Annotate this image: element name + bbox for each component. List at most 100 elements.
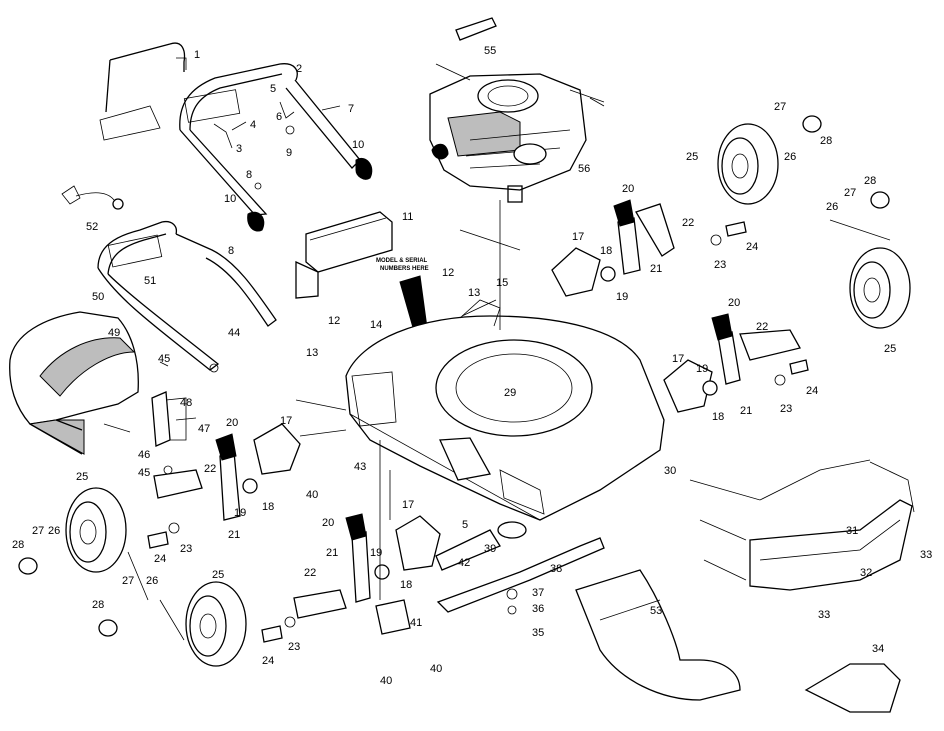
callout-18: 18 (600, 245, 612, 257)
callout-45: 45 (158, 353, 170, 365)
callout-27: 27 (32, 525, 44, 537)
discharge-chute (575, 569, 741, 701)
callout-42: 42 (458, 557, 470, 569)
callout-17: 17 (672, 353, 684, 365)
callout-32: 32 (860, 567, 872, 579)
engine (429, 63, 605, 203)
callout-13: 13 (468, 287, 480, 299)
callout-21: 21 (326, 547, 338, 559)
callout-20: 20 (622, 183, 634, 195)
callout-55: 55 (484, 45, 496, 57)
callout-26: 26 (826, 201, 838, 213)
callout-37: 37 (532, 587, 544, 599)
callout-21: 21 (740, 405, 752, 417)
callout-36: 36 (532, 603, 544, 615)
callout-24: 24 (806, 385, 818, 397)
callout-9: 9 (286, 147, 292, 159)
callout-53: 53 (650, 605, 662, 617)
callout-2: 2 (296, 63, 302, 75)
callouts: 1 2 3 4 5 6 7 8 9 10 10 11 8 52 50 51 55… (12, 45, 932, 687)
callout-41: 41 (410, 617, 422, 629)
callout-29: 29 (504, 387, 516, 399)
callout-26: 26 (48, 525, 60, 537)
callout-20: 20 (226, 417, 238, 429)
callout-38: 38 (550, 563, 562, 575)
callout-18: 18 (262, 501, 274, 513)
callout-21: 21 (650, 263, 662, 275)
callout-33: 33 (818, 609, 830, 621)
callout-25: 25 (76, 471, 88, 483)
callout-48: 48 (180, 397, 192, 409)
callout-23: 23 (714, 259, 726, 271)
callout-18: 18 (400, 579, 412, 591)
handle-hardware (213, 101, 341, 190)
callout-4: 4 (250, 119, 256, 131)
callout-26: 26 (146, 575, 158, 587)
callout-17: 17 (280, 415, 292, 427)
baffle (295, 211, 393, 299)
callout-27: 27 (844, 187, 856, 199)
wheel-front-right (717, 123, 779, 205)
callout-47: 47 (198, 423, 210, 435)
callout-28: 28 (820, 135, 832, 147)
control-bail (99, 42, 187, 141)
callout-27: 27 (122, 575, 134, 587)
callout-19: 19 (234, 507, 246, 519)
callout-27: 27 (774, 101, 786, 113)
callout-26: 26 (784, 151, 796, 163)
callout-44: 44 (228, 327, 240, 339)
callout-12: 12 (328, 315, 340, 327)
reference-lines (103, 200, 891, 641)
callout-8: 8 (246, 169, 252, 181)
grass-bag (9, 311, 139, 455)
callout-45: 45 (138, 467, 150, 479)
cable-assembly (61, 185, 124, 210)
callout-40: 40 (306, 489, 318, 501)
callout-20: 20 (322, 517, 334, 529)
callout-22: 22 (204, 463, 216, 475)
callout-8: 8 (228, 245, 234, 257)
callout-22: 22 (756, 321, 768, 333)
callout-13: 13 (306, 347, 318, 359)
callout-10: 10 (224, 193, 236, 205)
callout-6: 6 (276, 111, 282, 123)
callout-46: 46 (138, 449, 150, 461)
callout-28: 28 (92, 599, 104, 611)
callout-33: 33 (920, 549, 932, 561)
wheel-rear-right (849, 247, 911, 329)
height-adjuster (153, 199, 801, 619)
blade (435, 521, 605, 615)
callout-19: 19 (370, 547, 382, 559)
wheel-rear-left (185, 581, 247, 667)
callout-12: 12 (442, 267, 454, 279)
callout-50: 50 (92, 291, 104, 303)
chute-cover (804, 663, 901, 713)
callout-35: 35 (532, 627, 544, 639)
callout-25: 25 (884, 343, 896, 355)
rear-shield (749, 461, 915, 591)
callout-24: 24 (746, 241, 758, 253)
callout-22: 22 (682, 217, 694, 229)
callout-17: 17 (572, 231, 584, 243)
axle-bolt (147, 221, 809, 643)
callout-19: 19 (696, 363, 708, 375)
callout-52: 52 (86, 221, 98, 233)
callout-11: 11 (402, 211, 413, 223)
callout-18: 18 (712, 411, 724, 423)
hub-cap (18, 115, 890, 637)
callout-25: 25 (686, 151, 698, 163)
callout-30: 30 (664, 465, 676, 477)
callout-43: 43 (354, 461, 366, 473)
callout-5: 5 (462, 519, 468, 531)
callout-22: 22 (304, 567, 316, 579)
callout-17: 17 (402, 499, 414, 511)
engine-decal (455, 17, 497, 41)
callout-23: 23 (288, 641, 300, 653)
wheel-front-left (65, 487, 127, 573)
callout-19: 19 (616, 291, 628, 303)
callout-23: 23 (180, 543, 192, 555)
callout-20: 20 (728, 297, 740, 309)
callout-24: 24 (262, 655, 274, 667)
serial-note: MODEL & SERIAL NUMBERS HERE (376, 258, 429, 272)
callout-7: 7 (348, 103, 354, 115)
